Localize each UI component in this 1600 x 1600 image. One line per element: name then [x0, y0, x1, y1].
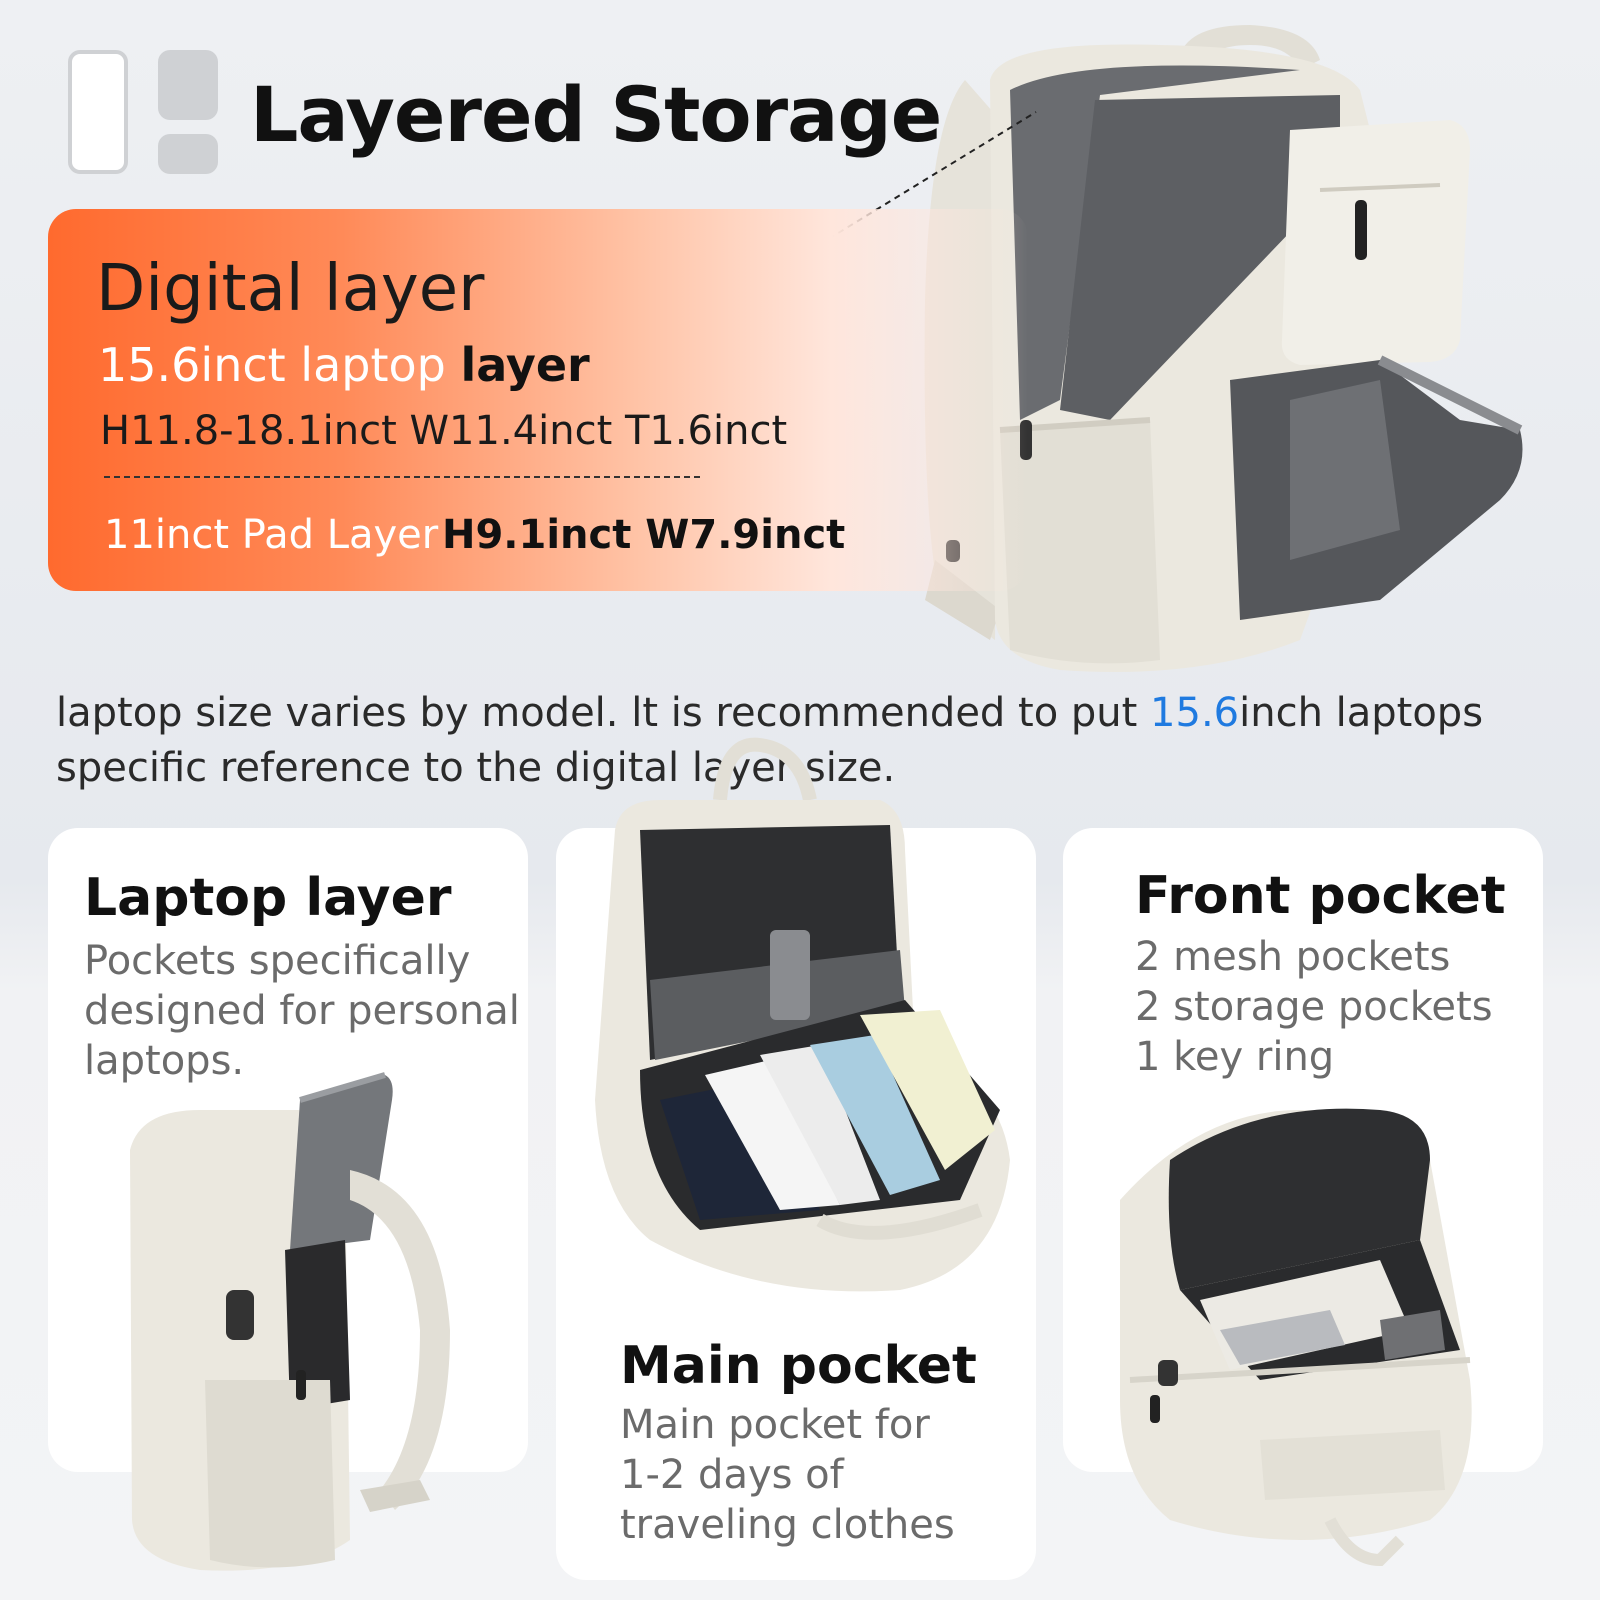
card-body-main: Main pocket for 1-2 days of traveling cl…: [620, 1400, 955, 1550]
laptop-layer-word: layer: [460, 338, 590, 392]
card-line: Main pocket for: [620, 1402, 930, 1448]
dashed-divider: [104, 476, 700, 478]
pad-layer-label: 11inct Pad Layer: [104, 512, 439, 558]
note-text-start: laptop size varies by model. lt is recom…: [56, 690, 1151, 736]
card-line: 1-2 days of: [620, 1452, 844, 1498]
digital-layer-title: Digital layer: [96, 252, 485, 326]
card-line: 1 key ring: [1135, 1034, 1335, 1080]
laptop-layer-size: 15.6inct laptop layer: [98, 338, 590, 392]
layers-icon: [68, 48, 218, 178]
note-text-end: inch laptops specific reference to the d…: [56, 690, 1484, 791]
card-line: laptops.: [84, 1038, 245, 1084]
laptop-layer-dimensions: H11.8-18.1inct W11.4inct T1.6inct: [100, 408, 788, 454]
card-line: Pockets specifically: [84, 938, 471, 984]
card-title-front: Front pocket: [1135, 866, 1506, 926]
note-highlight: 15.6: [1150, 690, 1240, 736]
laptop-size-note: laptop size varies by model. lt is recom…: [56, 686, 1556, 796]
layer-tall-shape: [68, 50, 128, 174]
card-line: 2 mesh pockets: [1135, 934, 1451, 980]
card-title-main: Main pocket: [620, 1336, 977, 1396]
layer-square-shape: [158, 50, 218, 120]
card-title-laptop: Laptop layer: [84, 868, 452, 928]
card-body-front: 2 mesh pockets 2 storage pockets 1 key r…: [1135, 932, 1493, 1082]
card-body-laptop: Pockets specifically designed for person…: [84, 936, 520, 1086]
card-line: traveling clothes: [620, 1502, 955, 1548]
laptop-size-text: 15.6inct laptop: [98, 338, 446, 392]
card-line: designed for personal: [84, 988, 520, 1034]
page-title: Layered Storage: [250, 70, 942, 159]
layer-small-shape: [158, 134, 218, 174]
digital-layer-panel: [48, 209, 1028, 591]
card-line: 2 storage pockets: [1135, 984, 1493, 1030]
pad-layer-dimensions: H9.1inct W7.9inct: [442, 512, 846, 558]
